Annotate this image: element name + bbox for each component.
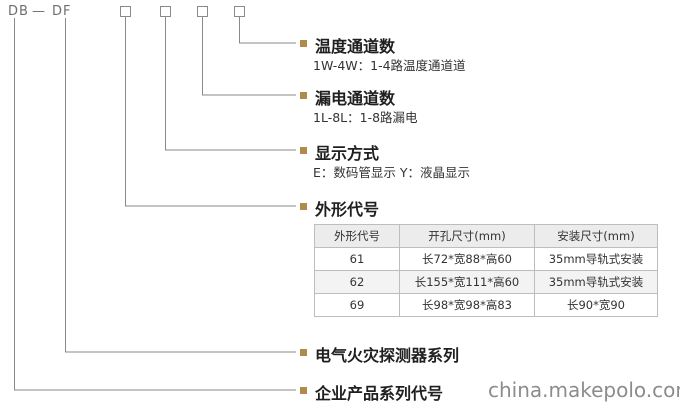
table-cell: 长98*宽98*高83 bbox=[399, 293, 535, 317]
field-title-shape: 外形代号 bbox=[315, 200, 380, 219]
table-cell: 69 bbox=[314, 293, 400, 317]
connector-leakage bbox=[202, 17, 296, 96]
field-title-company: 企业产品系列代号 bbox=[315, 384, 444, 403]
table-cell: 长90*宽90 bbox=[534, 293, 658, 317]
table-cell: 61 bbox=[314, 247, 400, 271]
field-desc-leakage: 1L-8L：1-8路漏电 bbox=[313, 110, 418, 125]
field-desc-display: E：数码管显示 Y：液晶显示 bbox=[313, 165, 471, 180]
connector-shape bbox=[125, 17, 296, 207]
connector-series bbox=[65, 18, 296, 353]
field-title-temperature: 温度通道数 bbox=[315, 37, 396, 56]
field-title-display: 显示方式 bbox=[315, 144, 380, 163]
table-header-cell: 外形代号 bbox=[314, 224, 400, 248]
model-series: DF bbox=[52, 4, 72, 19]
connector-company bbox=[14, 18, 296, 391]
field-title-leakage: 漏电通道数 bbox=[315, 89, 396, 108]
connector-display bbox=[165, 17, 296, 151]
table-cell: 长72*宽88*高60 bbox=[399, 247, 535, 271]
shape-spec-table: 外形代号 开孔尺寸(mm) 安装尺寸(mm) 61 长72*宽88*高60 35… bbox=[314, 224, 658, 317]
table-cell: 35mm导轨式安装 bbox=[534, 247, 658, 271]
model-dash: — bbox=[32, 4, 46, 19]
table-header-cell: 开孔尺寸(mm) bbox=[399, 224, 535, 248]
bullet-icon bbox=[300, 349, 307, 356]
bullet-icon bbox=[300, 203, 307, 210]
connector-temperature bbox=[239, 17, 296, 44]
bullet-icon bbox=[300, 147, 307, 154]
field-desc-temperature: 1W-4W：1-4路温度通道道 bbox=[313, 58, 466, 73]
table-header-cell: 安装尺寸(mm) bbox=[534, 224, 658, 248]
placeholder-box-2 bbox=[160, 6, 171, 17]
bullet-icon bbox=[300, 387, 307, 394]
table-header-row: 外形代号 开孔尺寸(mm) 安装尺寸(mm) bbox=[314, 224, 658, 248]
model-prefix: DB bbox=[8, 4, 29, 19]
placeholder-box-1 bbox=[120, 6, 131, 17]
watermark-text: china.makepolo.com bbox=[488, 378, 680, 402]
bullet-icon bbox=[300, 92, 307, 99]
table-cell: 35mm导轨式安装 bbox=[534, 270, 658, 294]
placeholder-box-3 bbox=[197, 6, 208, 17]
placeholder-box-4 bbox=[234, 6, 245, 17]
table-row: 61 长72*宽88*高60 35mm导轨式安装 bbox=[314, 247, 658, 271]
field-title-series: 电气火灾探测器系列 bbox=[315, 346, 460, 365]
table-row: 62 长155*宽111*高60 35mm导轨式安装 bbox=[314, 270, 658, 294]
bullet-icon bbox=[300, 40, 307, 47]
table-row: 69 长98*宽98*高83 长90*宽90 bbox=[314, 293, 658, 317]
table-cell: 62 bbox=[314, 270, 400, 294]
table-cell: 长155*宽111*高60 bbox=[399, 270, 535, 294]
